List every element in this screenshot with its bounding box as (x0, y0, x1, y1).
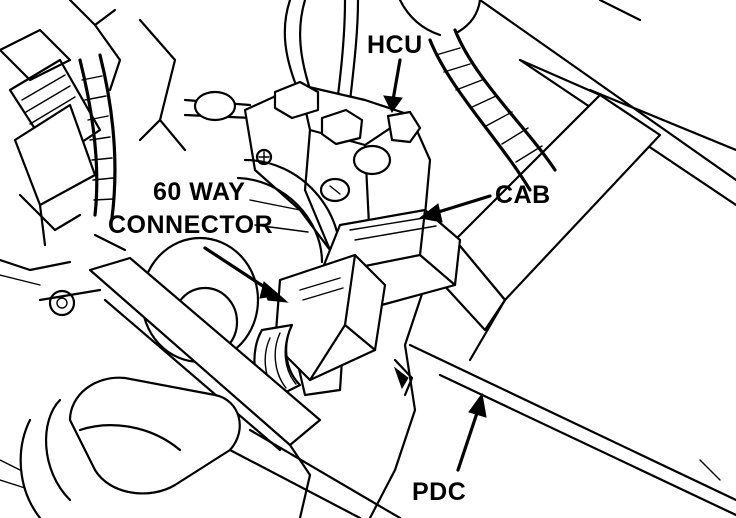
pdc-housing (368, 93, 662, 518)
brake-lines (183, 0, 360, 122)
lower-left-connector (0, 376, 241, 518)
cab-arrow (418, 194, 492, 223)
cab-label: CAB (495, 181, 551, 209)
hcu-label: HCU (367, 31, 423, 59)
left-bracket-assembly (0, 0, 187, 286)
upper-wiring-harness (398, 0, 557, 192)
chassis-lines (228, 428, 402, 518)
hcu-arrow (383, 58, 403, 113)
connector-arrow (203, 246, 289, 303)
body-panel-lines (408, 0, 736, 517)
pdc-arrow (456, 392, 487, 472)
connector-label-line1: 60 WAY (153, 178, 245, 206)
lower-bracket-arm (38, 233, 322, 452)
connector-label-line2: CONNECTOR (108, 211, 273, 239)
hcu-unit (243, 80, 432, 252)
left-wiring-harness (78, 53, 117, 220)
pdc-label: PDC (412, 478, 466, 506)
